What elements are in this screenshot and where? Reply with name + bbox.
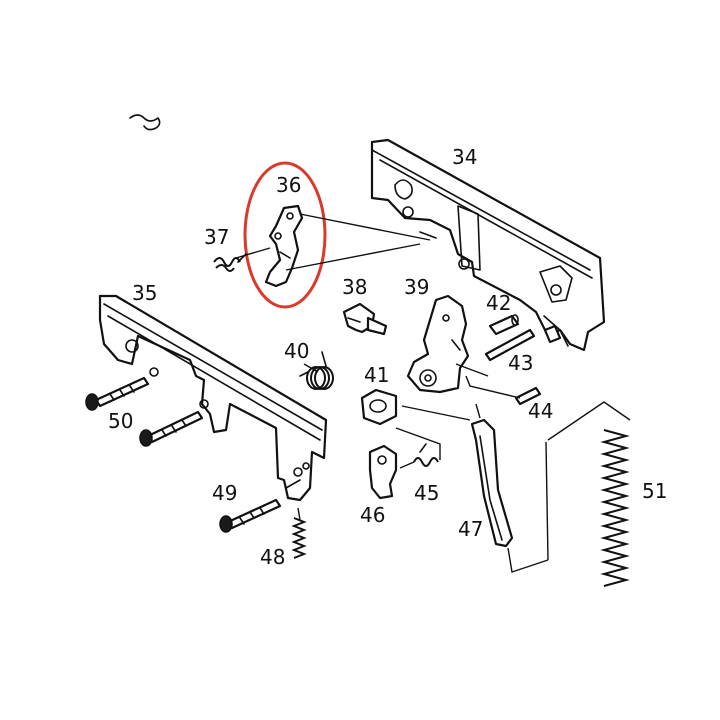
label-46: 46	[360, 503, 385, 527]
label-40: 40	[284, 339, 309, 363]
part-36-lever	[264, 204, 304, 288]
part-51-spring	[600, 429, 630, 587]
part-39-hammer	[406, 294, 470, 394]
label-50: 50	[108, 409, 133, 433]
label-49: 49	[212, 481, 237, 505]
part-47-strut	[470, 418, 514, 548]
part-50-screw-upper	[85, 376, 150, 411]
label-34: 34	[452, 145, 477, 169]
part-45-spring	[413, 443, 439, 467]
part-42-pin	[488, 314, 520, 336]
label-51: 51	[642, 479, 667, 503]
label-42: 42	[486, 291, 511, 315]
part-41-bushing	[360, 388, 398, 426]
assembly-leader-lines	[235, 213, 631, 573]
part-46-catch	[368, 444, 398, 500]
label-37: 37	[204, 225, 229, 249]
part-48-spring	[291, 517, 307, 559]
part-35-frame-rail	[98, 294, 328, 502]
part-36-highlight-ring	[243, 161, 327, 309]
label-45: 45	[414, 481, 439, 505]
label-35: 35	[132, 281, 157, 305]
part-40-spring	[299, 351, 334, 390]
part-43-pin	[484, 328, 536, 362]
part-49-screw	[219, 498, 282, 533]
label-43: 43	[508, 351, 533, 375]
label-39: 39	[404, 275, 429, 299]
label-41: 41	[364, 363, 389, 387]
label-47: 47	[458, 517, 483, 541]
partial-part-fragment	[129, 114, 161, 131]
part-44-pin	[514, 386, 542, 406]
label-44: 44	[528, 399, 553, 423]
label-38: 38	[342, 275, 367, 299]
label-36: 36	[276, 173, 301, 197]
label-48: 48	[260, 545, 285, 569]
part-34-frame-rail	[370, 138, 606, 352]
part-50-screw-lower	[139, 410, 204, 447]
part-38-block	[342, 302, 388, 336]
